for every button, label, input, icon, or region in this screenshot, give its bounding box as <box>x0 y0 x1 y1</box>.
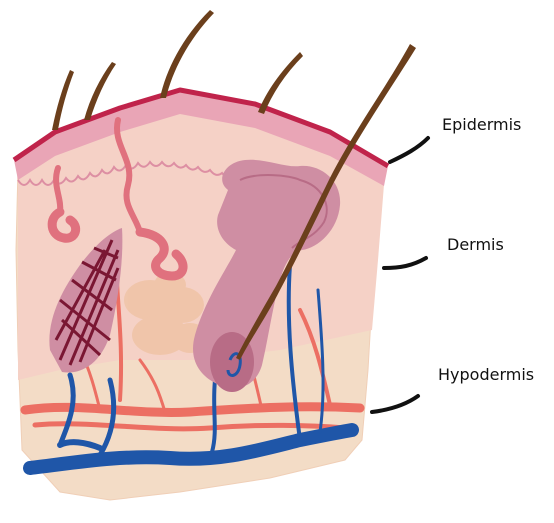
hypodermis-pointer <box>372 396 418 412</box>
dermis-pointer <box>384 258 426 268</box>
epidermis-label: Epidermis <box>442 115 521 134</box>
hypodermis-label: Hypodermis <box>438 365 534 384</box>
epidermis-pointer <box>390 138 428 162</box>
dermis-label: Dermis <box>447 235 504 254</box>
